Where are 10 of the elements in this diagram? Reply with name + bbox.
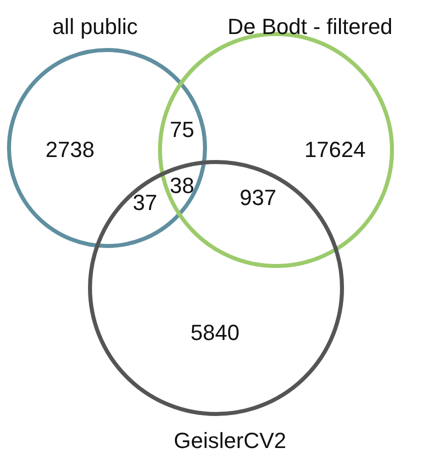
- set-title: GeislerCV2: [174, 428, 286, 454]
- count-label: 75: [170, 117, 194, 143]
- count-label: 37: [132, 190, 158, 216]
- set-title: De Bodt - filtered: [227, 14, 393, 40]
- count-label: 5840: [190, 320, 240, 346]
- count-label: 38: [170, 173, 194, 199]
- count-label: 937: [240, 185, 276, 211]
- count-label: 2738: [46, 137, 94, 163]
- count-label: 17624: [304, 137, 366, 163]
- set-title: all public: [52, 14, 138, 40]
